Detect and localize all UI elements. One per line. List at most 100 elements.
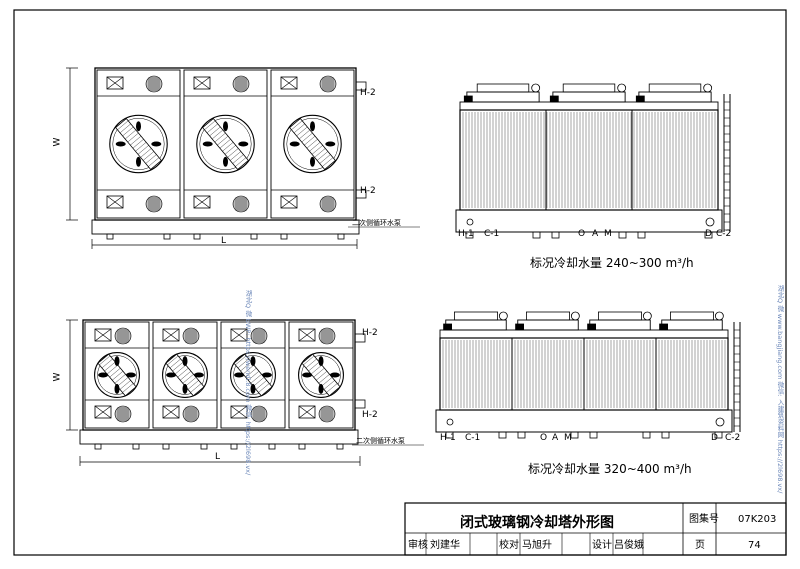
fan-blade xyxy=(234,372,245,378)
drive-arm-hatch xyxy=(222,142,234,152)
fan-pulley xyxy=(714,311,724,321)
drive-arm-hatch xyxy=(308,361,320,372)
motor-box xyxy=(162,405,180,419)
fan-ring xyxy=(109,114,168,174)
plan-cell xyxy=(96,69,181,219)
fan-blade xyxy=(166,372,177,378)
fan-blade-shape xyxy=(114,383,120,394)
drive-arm xyxy=(289,118,336,170)
drive-arm-hatch xyxy=(317,151,329,161)
fan-blade xyxy=(223,156,228,167)
pipe-connection xyxy=(705,217,715,227)
drive-arm-body xyxy=(289,118,336,170)
support-foot xyxy=(280,233,288,240)
bottom-plan-h2-lower: H-2 xyxy=(362,410,378,420)
fan-pulley xyxy=(703,83,713,93)
motor-box xyxy=(298,328,316,342)
top-elev-label-c1: C-1 xyxy=(484,229,500,239)
drive-arm-body xyxy=(115,118,162,170)
motor-box-x xyxy=(193,195,211,209)
drive-arm-hatch xyxy=(182,374,194,384)
basin-foot xyxy=(551,231,560,239)
fan-stack xyxy=(549,83,627,103)
motor-box-x xyxy=(94,328,112,342)
basin-foot xyxy=(618,231,627,239)
top-plan-h2-upper: H-2 xyxy=(360,88,376,98)
basin-foot xyxy=(517,431,526,439)
drive-arm-hatch xyxy=(253,377,265,387)
drive-arm-hatch xyxy=(316,371,328,381)
fan-ring xyxy=(230,352,276,398)
h2-pipe-upper xyxy=(355,81,367,91)
drive-arm-hatch xyxy=(114,374,126,384)
drive-arm-hatch xyxy=(140,148,152,158)
drive-arm-hatch xyxy=(119,380,131,390)
support-foot xyxy=(298,443,306,450)
fan-blade xyxy=(261,372,272,378)
motor-box-x xyxy=(280,195,298,209)
motor-box-x xyxy=(230,328,248,342)
drive-arm-hatch xyxy=(242,364,254,375)
motor-box-x xyxy=(298,328,316,342)
fan-motor-housing xyxy=(562,83,616,93)
motor-box xyxy=(193,195,211,209)
plan-cell xyxy=(220,321,286,429)
motor-box-x xyxy=(106,195,124,209)
fan-blade-shape xyxy=(310,121,315,132)
drive-arm-body xyxy=(233,353,273,397)
fan-blade-shape xyxy=(310,156,315,167)
fan-blade-shape xyxy=(318,356,324,367)
motor-box xyxy=(298,405,316,419)
drive-arm-hatch xyxy=(303,355,315,366)
pipe-connection xyxy=(466,218,474,226)
top-elev-caption: 标况冷却水量 240~300 m³/h xyxy=(530,256,694,270)
fan-ring xyxy=(283,114,342,174)
bottom-elev-label-m: M xyxy=(564,433,572,443)
basin-foot xyxy=(589,431,598,439)
fan-ring-inner xyxy=(165,355,205,395)
support-foot xyxy=(163,233,171,240)
drive-arm-hatch xyxy=(319,154,331,164)
fan-motor xyxy=(635,95,645,103)
drive-arm-hatch xyxy=(132,139,144,149)
check-label: 校对 xyxy=(499,540,519,551)
drawing-title: 闭式玻璃钢冷却塔外形图 xyxy=(460,515,614,531)
cell-frame xyxy=(288,321,354,429)
motor-box-x xyxy=(193,76,211,90)
elevation-view-top xyxy=(455,83,731,239)
drive-arm-body xyxy=(97,353,137,397)
drive-arm-hatch xyxy=(167,355,179,366)
bottom-plan-w-label: W xyxy=(52,372,63,382)
plan-view-bottom xyxy=(66,319,424,466)
support-foot xyxy=(193,233,201,240)
fan-blade-shape xyxy=(193,372,204,378)
page-label: 页 xyxy=(695,540,705,551)
fan-blade-shape xyxy=(325,141,336,147)
fan-ring xyxy=(162,352,208,398)
top-elev-label-h1: H-1 xyxy=(458,229,474,239)
support-foot xyxy=(106,233,114,240)
support-foot xyxy=(94,443,102,450)
fan-blade-shape xyxy=(302,372,313,378)
drive-arm-hatch xyxy=(306,139,318,149)
fan-shroud xyxy=(466,91,540,103)
bottom-plan-pump-label: 二次侧循环水泵 xyxy=(356,437,405,445)
drive-arm-hatch xyxy=(190,383,202,393)
support-foot xyxy=(268,443,276,450)
drive-arm-hatch xyxy=(209,126,221,137)
fan-stack xyxy=(443,311,508,331)
ladder xyxy=(723,94,731,232)
watermark-left: 湖北Q 微 bWP: https://wendi.8.com 微信: https… xyxy=(244,290,252,476)
title-block-lines xyxy=(404,502,787,556)
fan-blade-shape xyxy=(223,156,228,167)
fan-blade xyxy=(223,121,228,132)
ladder xyxy=(733,322,741,432)
top-plan-w-label: W xyxy=(52,137,63,147)
drive-arm-hatch xyxy=(322,157,334,167)
fan-blade xyxy=(310,121,315,132)
page-number: 74 xyxy=(748,540,761,551)
fan-blade-shape xyxy=(289,141,300,147)
plan-view-top xyxy=(66,67,420,249)
drive-arm-hatch xyxy=(143,151,155,161)
